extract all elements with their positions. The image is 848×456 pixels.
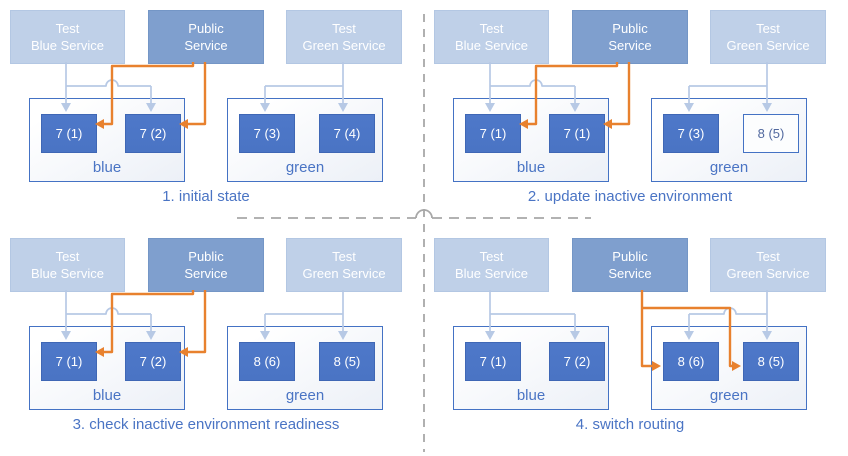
pod-label: 7 (2) (139, 126, 167, 141)
green-environment-pods: 7 (3) 7 (4) (228, 99, 382, 181)
public-service-box: Public Service (572, 10, 688, 64)
test-green-service-box: Test Green Service (286, 238, 402, 292)
blue-environment-label: blue (92, 159, 122, 176)
public-service-label-line2: Service (608, 266, 652, 281)
public-service-label-line1: Public (188, 248, 224, 264)
public-service-label-line2: Service (184, 38, 228, 53)
public-service-box: Public Service (148, 10, 264, 64)
test-blue-service-box: Test Blue Service (434, 10, 549, 64)
green-environment-label: green (709, 159, 749, 176)
pod: 7 (3) (239, 114, 295, 153)
green-environment-box: 8 (6) 8 (5) green (651, 326, 807, 410)
public-service-label-line2: Service (608, 38, 652, 53)
pod: 8 (5) (743, 342, 799, 381)
pod: 7 (2) (549, 342, 605, 381)
pod: 7 (4) (319, 114, 375, 153)
test-green-service-box: Test Green Service (710, 238, 826, 292)
quadrant-stage-2: Test Blue Service Public Service Test Gr… (424, 0, 848, 228)
quadrant-stage-3: Test Blue Service Public Service Test Gr… (0, 228, 424, 456)
test-green-service-label-line2: Green Service (726, 266, 810, 281)
test-green-service-label-line2: Green Service (726, 38, 810, 53)
pod-label: 7 (2) (139, 354, 167, 369)
test-green-service-label-line1: Test (332, 20, 356, 36)
blue-environment-pods: 7 (1) 7 (1) (454, 99, 608, 181)
green-environment-label: green (285, 159, 325, 176)
pod-label: 7 (1) (479, 126, 507, 141)
test-blue-service-label-line1: Test (479, 20, 504, 36)
pod: 7 (1) (41, 114, 97, 153)
pod: 8 (6) (239, 342, 295, 381)
test-green-service-box: Test Green Service (286, 10, 402, 64)
test-green-service-label-line1: Test (756, 20, 780, 36)
pod-label: 7 (3) (253, 126, 281, 141)
public-service-label-line1: Public (612, 20, 648, 36)
green-environment-label: green (285, 387, 325, 404)
green-environment-pods: 8 (6) 8 (5) (228, 327, 382, 409)
test-blue-service-label-line2: Blue Service (455, 266, 528, 281)
pod: 7 (1) (41, 342, 97, 381)
green-environment-box: 8 (6) 8 (5) green (227, 326, 383, 410)
test-green-service-box: Test Green Service (710, 10, 826, 64)
test-blue-service-box: Test Blue Service (10, 238, 125, 292)
test-blue-service-label-line2: Blue Service (455, 38, 528, 53)
test-green-service-label-line1: Test (756, 248, 780, 264)
green-environment-box: 7 (3) 8 (5) green (651, 98, 807, 182)
test-blue-service-box: Test Blue Service (434, 238, 549, 292)
blue-environment-box: 7 (1) 7 (2) blue (453, 326, 609, 410)
public-service-label-line1: Public (188, 20, 224, 36)
test-blue-service-label-line2: Blue Service (31, 38, 104, 53)
stage-caption: 2. update inactive environment (527, 188, 733, 205)
pod: 8 (6) (663, 342, 719, 381)
test-blue-service-box: Test Blue Service (10, 10, 125, 64)
blue-environment-box: 7 (1) 7 (2) blue (29, 326, 185, 410)
test-blue-service-label-line1: Test (55, 248, 80, 264)
pod-label: 8 (5) (757, 126, 785, 141)
pod: 7 (2) (125, 342, 181, 381)
pod: 7 (3) (663, 114, 719, 153)
pod-label: 7 (1) (55, 354, 83, 369)
pod: 8 (5) (319, 342, 375, 381)
blue-environment-pods: 7 (1) 7 (2) (454, 327, 608, 409)
pod: 7 (1) (465, 114, 521, 153)
pod-label: 8 (5) (333, 354, 361, 369)
pod-label: 7 (1) (563, 126, 591, 141)
pod-label: 7 (4) (333, 126, 361, 141)
blue-environment-label: blue (516, 159, 546, 176)
test-blue-service-label-line1: Test (55, 20, 80, 36)
test-blue-service-label-line2: Blue Service (31, 266, 104, 281)
green-environment-pods: 7 (3) 8 (5) (652, 99, 806, 181)
pod: 7 (1) (465, 342, 521, 381)
test-green-service-label-line2: Green Service (302, 266, 386, 281)
pod-label: 7 (1) (55, 126, 83, 141)
public-service-label-line1: Public (612, 248, 648, 264)
public-service-box: Public Service (148, 238, 264, 292)
pod: 8 (5) (743, 114, 799, 153)
blue-environment-label: blue (516, 387, 546, 404)
test-blue-service-label-line1: Test (479, 248, 504, 264)
stage-caption: 1. initial state (162, 188, 250, 205)
public-service-box: Public Service (572, 238, 688, 292)
pod-label: 7 (2) (563, 354, 591, 369)
quadrant-stage-4: Test Blue Service Public Service Test Gr… (424, 228, 848, 456)
pod-label: 7 (3) (677, 126, 705, 141)
pod-label: 8 (6) (677, 354, 705, 369)
test-green-service-label-line2: Green Service (302, 38, 386, 53)
pod-label: 8 (6) (253, 354, 281, 369)
green-environment-box: 7 (3) 7 (4) green (227, 98, 383, 182)
pod-label: 8 (5) (757, 354, 785, 369)
public-service-label-line2: Service (184, 266, 228, 281)
stage-caption: 3. check inactive environment readiness (72, 416, 340, 433)
stage-caption: 4. switch routing (575, 416, 685, 433)
blue-environment-label: blue (92, 387, 122, 404)
blue-environment-box: 7 (1) 7 (1) blue (453, 98, 609, 182)
blue-environment-box: 7 (1) 7 (2) blue (29, 98, 185, 182)
pod: 7 (2) (125, 114, 181, 153)
test-green-service-label-line1: Test (332, 248, 356, 264)
quadrant-stage-1: Test Blue Service Public Service Test Gr… (0, 0, 424, 228)
pod: 7 (1) (549, 114, 605, 153)
green-environment-label: green (709, 387, 749, 404)
pod-label: 7 (1) (479, 354, 507, 369)
